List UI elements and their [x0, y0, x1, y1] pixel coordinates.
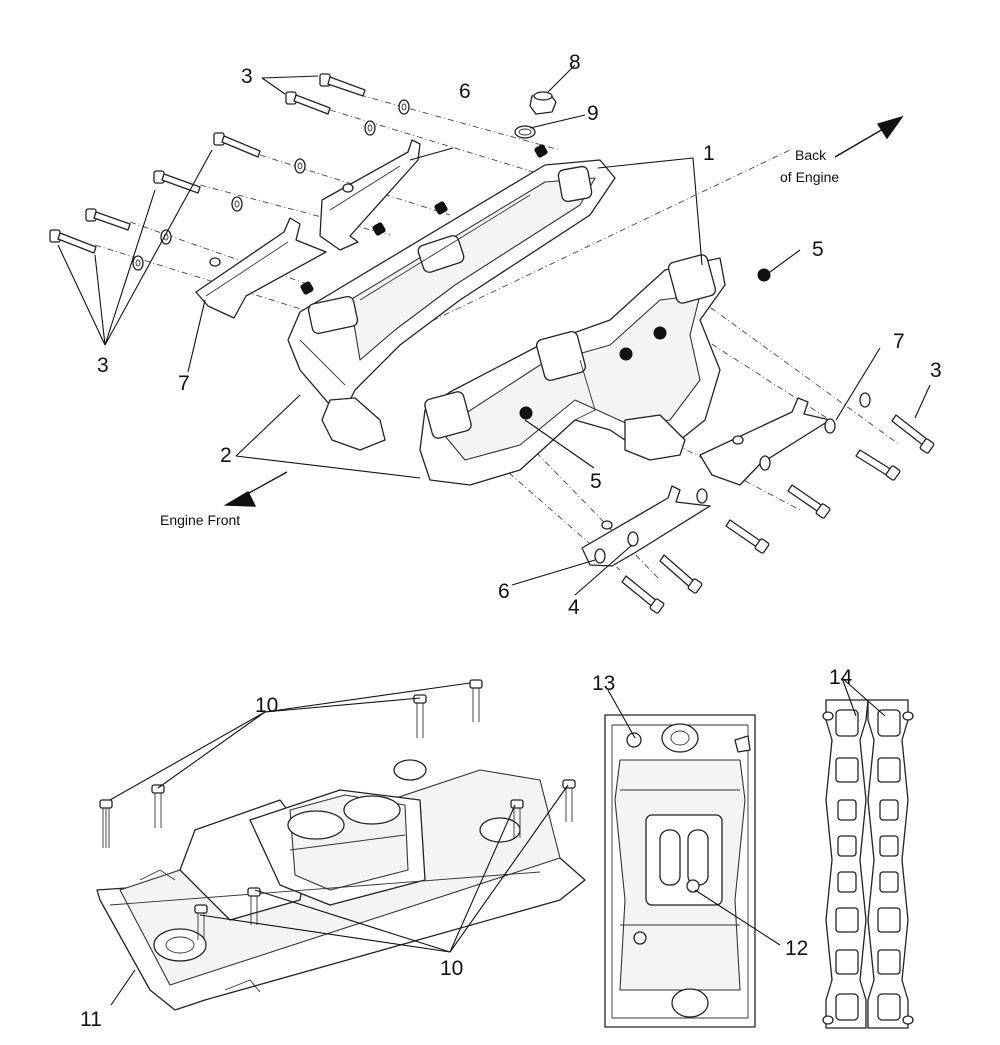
callout-6: 6	[459, 80, 471, 103]
bolt	[621, 575, 665, 614]
bolt	[469, 679, 483, 722]
plug-part-8	[529, 91, 557, 115]
callout-10: 10	[255, 694, 278, 717]
bolt	[855, 449, 901, 481]
callout-11: 11	[80, 1008, 102, 1031]
bolt	[213, 132, 261, 158]
callout-4: 4	[568, 596, 580, 619]
callout-10: 10	[440, 957, 463, 980]
bolts-group-right	[621, 414, 935, 614]
heat-shield-upper	[319, 139, 421, 251]
callout-9: 9	[587, 102, 599, 125]
engine-front-arrow	[223, 471, 288, 507]
heat-shield-left	[195, 217, 327, 319]
intake-manifold-3d	[96, 759, 586, 1011]
callout-13: 13	[592, 672, 615, 695]
exhaust-manifold-upper	[287, 159, 616, 451]
bolts-group-left	[49, 73, 366, 254]
callout-5: 5	[590, 470, 602, 493]
bolt	[49, 229, 97, 254]
callout-labels: 1 2 3 3 3 4 5 5 6 6 7 7 8 9 10 10 11 12 …	[80, 51, 942, 1031]
bolt	[413, 694, 427, 738]
intake-gaskets	[822, 699, 914, 1029]
callout-3: 3	[241, 65, 253, 88]
bolt	[85, 208, 131, 231]
back-of-engine-arrow	[834, 115, 904, 158]
callout-7: 7	[178, 372, 190, 395]
heat-shield-right	[699, 397, 831, 486]
bolt	[194, 904, 208, 940]
back-of-engine-label: of Engine	[780, 169, 839, 185]
bolt	[151, 784, 165, 828]
washers-group-left	[132, 99, 410, 271]
leader-lines-upper	[57, 64, 931, 596]
bolt	[285, 91, 331, 115]
washers-group-right	[594, 392, 871, 564]
callout-3: 3	[97, 354, 109, 377]
bolt	[891, 414, 935, 454]
callout-8: 8	[569, 51, 581, 74]
bolt	[562, 779, 576, 822]
bolt	[319, 73, 366, 97]
bolt	[659, 554, 703, 594]
callout-5: 5	[812, 238, 824, 261]
intake-bolts	[99, 679, 576, 940]
exhaust-manifold-lower	[419, 254, 726, 486]
bolt	[153, 170, 201, 194]
bolt	[99, 799, 113, 848]
callout-3: 3	[930, 359, 942, 382]
alignment-lines-upper	[94, 94, 901, 581]
bolt	[787, 484, 831, 519]
callout-14: 14	[829, 666, 853, 689]
nuts-upper	[300, 144, 548, 295]
back-of-engine-label: Back	[795, 147, 827, 163]
nuts-lower	[519, 268, 771, 420]
callout-2: 2	[220, 444, 232, 467]
engine-front-label: Engine Front	[160, 512, 240, 528]
callout-7: 7	[893, 330, 905, 353]
bolt	[510, 799, 524, 838]
heat-shield-lower	[581, 485, 711, 567]
intake-manifold-top-view	[604, 714, 756, 1028]
callout-12: 12	[785, 937, 808, 960]
bolt	[725, 519, 770, 554]
leader-lines-lower	[109, 677, 886, 1006]
callout-6: 6	[498, 580, 510, 603]
o-ring-part-9	[514, 125, 536, 139]
callout-1: 1	[703, 142, 715, 165]
